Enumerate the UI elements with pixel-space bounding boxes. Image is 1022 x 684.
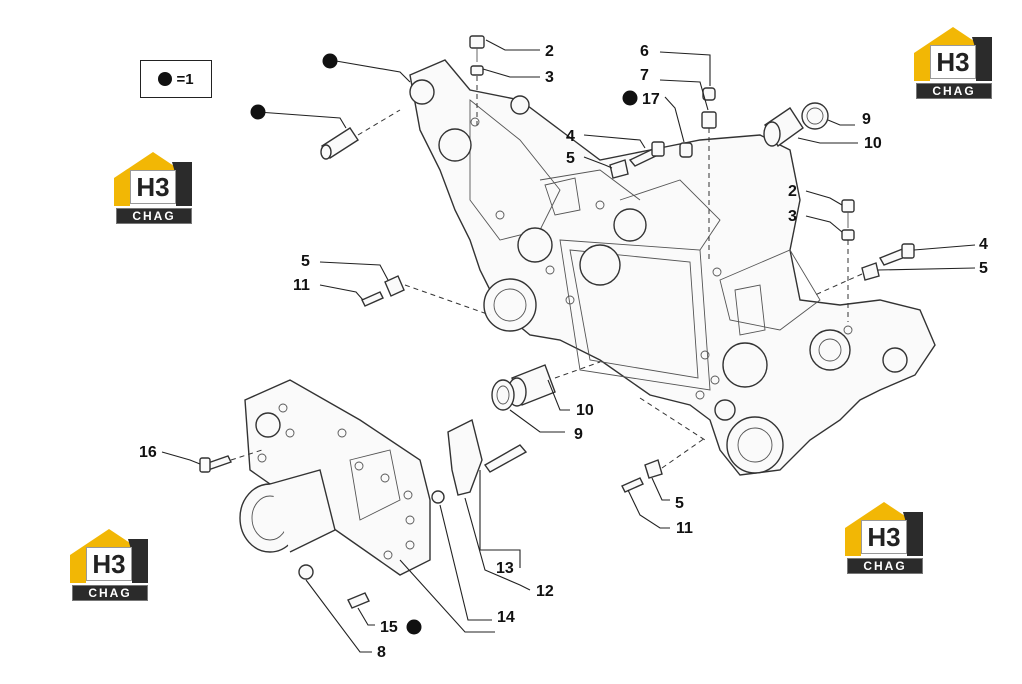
bolt-13 xyxy=(483,444,528,473)
callout-5: 5 xyxy=(675,495,684,512)
logo-caption: CHAG xyxy=(916,83,992,99)
logo-caption: CHAG xyxy=(116,208,192,224)
callout-2: 2 xyxy=(545,43,554,60)
fitting-7 xyxy=(701,111,717,129)
nut-5-top xyxy=(609,159,629,179)
callout-3: 3 xyxy=(788,208,797,225)
callout-7: 7 xyxy=(640,67,649,84)
bullet-marker xyxy=(322,53,338,69)
bullet-marker xyxy=(250,104,266,120)
bolt-2-right xyxy=(841,199,855,213)
flange-housing xyxy=(239,379,431,576)
screw-11-lower xyxy=(621,477,644,493)
screw-11-left xyxy=(361,291,384,307)
callout-5: 5 xyxy=(566,150,575,167)
axle-housing xyxy=(409,59,936,476)
callout-6: 6 xyxy=(640,43,649,60)
callout-10: 10 xyxy=(576,402,594,419)
bullet-markers xyxy=(250,53,638,635)
washer-3-right xyxy=(841,229,855,241)
logo-mark: H3 xyxy=(86,547,132,581)
callout-10: 10 xyxy=(864,135,882,152)
callout-13: 13 xyxy=(496,560,514,577)
bullet-marker xyxy=(622,90,638,106)
callout-4: 4 xyxy=(566,128,575,145)
watermark-logo: H3 CHAG xyxy=(112,150,194,228)
watermark-logo: H3 CHAG xyxy=(68,527,150,605)
legend-bullet-icon xyxy=(158,72,173,86)
logo-caption: CHAG xyxy=(847,558,923,574)
center-lines xyxy=(230,76,863,469)
callout-3: 3 xyxy=(545,69,554,86)
small-parts xyxy=(199,35,915,609)
callout-9: 9 xyxy=(862,111,871,128)
legend-text: =1 xyxy=(176,70,194,88)
callout-2: 2 xyxy=(788,183,797,200)
callout-14: 14 xyxy=(497,609,515,626)
logo-mark: H3 xyxy=(861,520,907,554)
callout-8: 8 xyxy=(377,644,386,661)
nut-5-left xyxy=(384,275,405,297)
legend-box: =1 xyxy=(140,60,212,98)
nut-5-right xyxy=(861,262,880,281)
clamp-12 xyxy=(447,418,483,496)
ring-9-lower xyxy=(491,379,515,411)
leader-lines xyxy=(161,39,976,653)
callout-labels: 2 3 6 7 17 9 10 4 5 2 3 4 5 5 11 10 9 16… xyxy=(139,43,988,661)
logo-mark: H3 xyxy=(130,170,176,204)
callout-5: 5 xyxy=(301,253,310,270)
watermark-logo: H3 CHAG xyxy=(843,500,925,578)
nut-5-lower xyxy=(644,459,663,479)
bullet-marker xyxy=(406,619,422,635)
callout-5: 5 xyxy=(979,260,988,277)
plug-8 xyxy=(298,564,314,580)
pin-15 xyxy=(347,592,370,609)
ring-9-top xyxy=(801,102,829,130)
callout-16: 16 xyxy=(139,444,157,461)
logo-mark: H3 xyxy=(930,45,976,79)
callout-11: 11 xyxy=(676,520,693,537)
callout-12: 12 xyxy=(536,583,554,600)
callout-4: 4 xyxy=(979,236,988,253)
bolt-2-top xyxy=(469,35,485,49)
logo-caption: CHAG xyxy=(72,585,148,601)
plug-17 xyxy=(679,142,693,158)
washer-3-top xyxy=(470,65,484,76)
pin-14 xyxy=(431,490,445,504)
callout-15: 15 xyxy=(380,619,398,636)
callout-17: 17 xyxy=(642,91,660,108)
callout-9: 9 xyxy=(574,426,583,443)
callout-11: 11 xyxy=(293,277,310,294)
watermark-logo: H3 CHAG xyxy=(912,25,994,103)
